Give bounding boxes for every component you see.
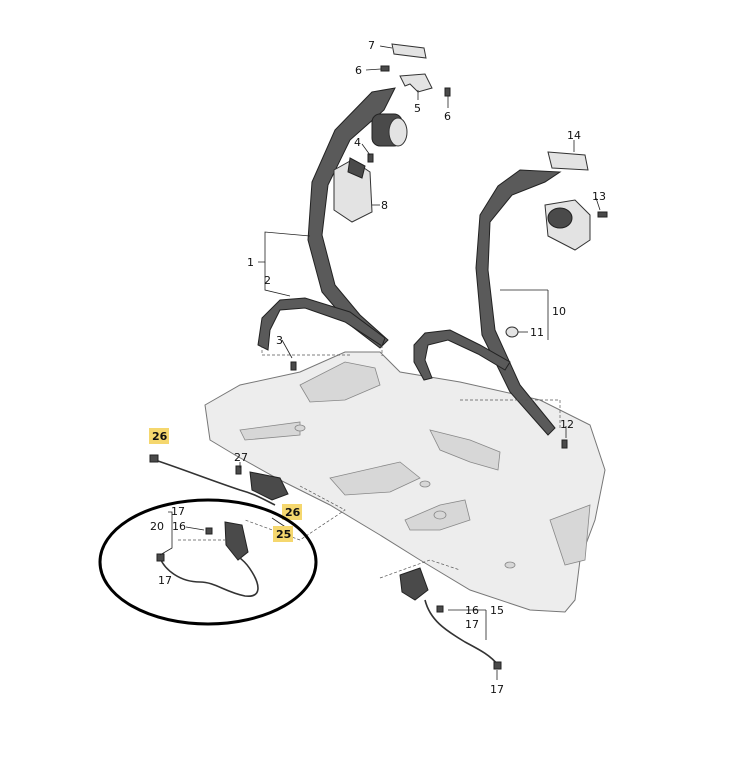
callout-17-right: 17: [465, 618, 479, 631]
callout-16-right: 16: [465, 604, 479, 617]
highlight-26-left: [149, 428, 169, 444]
seat-trim-panel: [204, 351, 606, 613]
callout-11: 11: [530, 326, 544, 339]
callout-7: 7: [368, 39, 375, 52]
callout-25: 25: [276, 528, 291, 541]
callout-26-left: 26: [152, 430, 168, 443]
left-belt-webbing: [257, 87, 396, 351]
highlight-26-centre: [282, 504, 302, 520]
left-retractor: [333, 113, 408, 223]
clip-11: [505, 326, 519, 338]
callout-13: 13: [592, 190, 606, 203]
callout-8: 8: [381, 199, 388, 212]
callout-17-lower-left: 17: [158, 574, 172, 587]
bolt-3: [290, 361, 297, 371]
highlight-25: [273, 526, 293, 542]
leader-lines: [159, 45, 601, 680]
right-retractor: [544, 151, 608, 251]
reference-lines: [178, 340, 561, 579]
callout-17-bottom: 17: [490, 683, 504, 696]
callout-17-upper-left: 17: [171, 505, 185, 518]
bolt-4: [367, 153, 374, 163]
callout-16-left: 16: [172, 520, 186, 533]
callout-15: 15: [490, 604, 504, 617]
bolt-12: [561, 439, 568, 449]
right-buckle-assembly: [399, 567, 502, 670]
callout-6-right: 6: [444, 110, 451, 123]
callout-12: 12: [560, 418, 574, 431]
callout-3: 3: [276, 334, 283, 347]
upper-guide-bracket: [380, 43, 451, 97]
callout-10: 10: [552, 305, 566, 318]
callout-27: 27: [234, 451, 248, 464]
centre-buckle-assembly: [149, 454, 289, 506]
callout-26-centre: 26: [285, 506, 301, 519]
right-belt-webbing: [413, 169, 562, 436]
marked-ellipse: [98, 498, 318, 626]
callout-14: 14: [567, 129, 581, 142]
callout-1: 1: [247, 256, 254, 269]
callout-6-top: 6: [355, 64, 362, 77]
callout-20: 20: [150, 520, 164, 533]
callout-4: 4: [354, 136, 361, 149]
callout-2: 2: [264, 274, 271, 287]
callout-5: 5: [414, 102, 421, 115]
left-buckle-assembly: [156, 521, 259, 597]
